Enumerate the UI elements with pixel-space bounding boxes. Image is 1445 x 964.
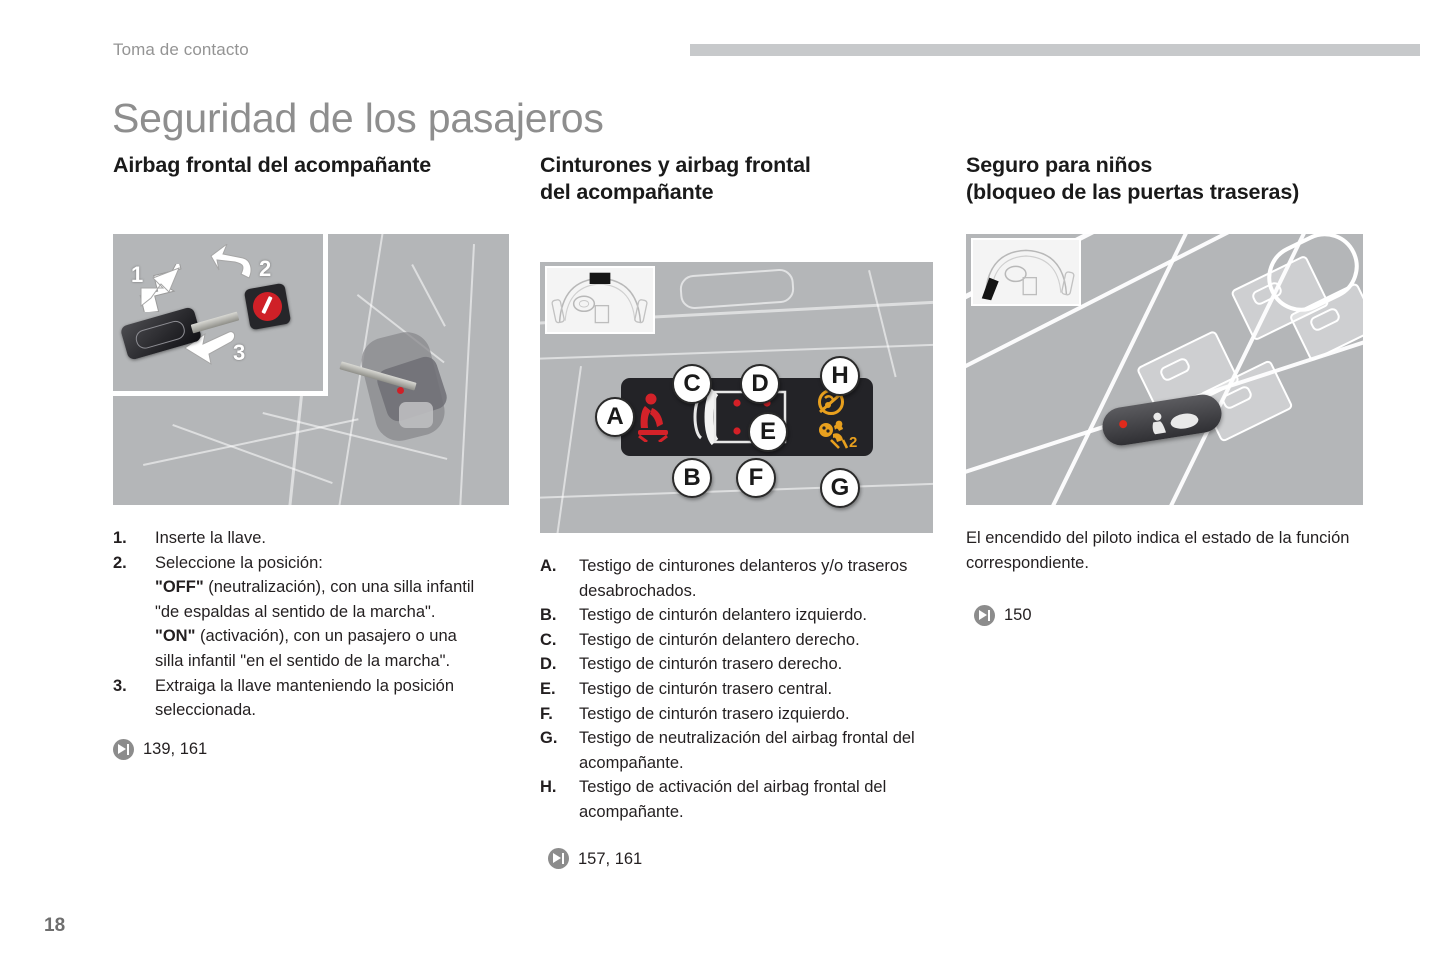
on-position-line-2: silla infantil "en el sentido de la marc… xyxy=(155,651,451,670)
list-item: 3. Extraiga la llave manteniendo la posi… xyxy=(113,674,511,723)
child-lock-indicator-led xyxy=(1118,419,1128,429)
list-item: F. Testigo de cinturón trasero izquierdo… xyxy=(540,702,934,727)
child-lock-switch[interactable] xyxy=(1099,391,1225,449)
arrow-label-2: 2 xyxy=(259,256,272,281)
off-label: "OFF" xyxy=(155,578,204,597)
legend-marker: F. xyxy=(540,704,553,723)
column-seatbelts-and-airbag: Cinturones y airbag frontal del acompaña… xyxy=(540,152,934,870)
arrow-label-1: 1 xyxy=(131,262,144,287)
callout-c: C xyxy=(672,364,712,404)
list-item: E. Testigo de cinturón trasero central. xyxy=(540,677,934,702)
indicator-legend-list: A. Testigo de cinturones delanteros y/o … xyxy=(540,554,934,825)
column-3-heading-line-2: (bloqueo de las puertas traseras) xyxy=(966,180,1300,204)
callout-g: G xyxy=(820,468,860,508)
callout-f: F xyxy=(736,458,776,498)
legend-marker: E. xyxy=(540,679,556,698)
figure-key-and-passenger-airbag-switch: 1 2 3 xyxy=(113,234,509,505)
page-reference-icon xyxy=(974,604,995,626)
legend-text: Testigo de neutralización del airbag fro… xyxy=(579,729,915,772)
list-item: G. Testigo de neutralización del airbag … xyxy=(540,726,934,775)
figure-child-lock-switch xyxy=(966,234,1363,505)
legend-marker: G. xyxy=(540,729,558,748)
off-text: (neutralización), con una silla infantil xyxy=(203,578,475,597)
column-2-heading-line-2: del acompañante xyxy=(540,180,714,204)
legend-text: Testigo de cinturones delanteros y/o tra… xyxy=(579,557,908,600)
legend-marker: A. xyxy=(540,557,557,575)
legend-text: Testigo de cinturón trasero derecho. xyxy=(579,655,843,674)
on-text: (activación), con un pasajero o una xyxy=(195,627,457,646)
cross-reference-pages: 139, 161 xyxy=(143,739,208,758)
cross-reference-3[interactable]: 150 xyxy=(974,603,1364,628)
column-passenger-front-airbag: Airbag frontal del acompañante xyxy=(113,152,511,760)
column-1-heading: Airbag frontal del acompañante xyxy=(113,153,432,177)
on-label: "ON" xyxy=(155,627,196,646)
step-text: Extraiga la llave manteniendo la posició… xyxy=(155,676,455,720)
page-number: 18 xyxy=(44,915,66,936)
list-item: C. Testigo de cinturón delantero derecho… xyxy=(540,628,934,653)
list-item: D. Testigo de cinturón trasero derecho. xyxy=(540,652,934,677)
column-1-body: 1. Inserte la llave. 2. Seleccione la po… xyxy=(113,526,511,761)
legend-marker: C. xyxy=(540,630,557,649)
legend-text: Testigo de cinturón delantero derecho. xyxy=(579,630,860,649)
off-position-line-2: "de espaldas al sentido de la marcha". xyxy=(155,602,436,621)
key-detail-inset: 1 2 3 xyxy=(113,234,328,396)
arrow-label-3: 3 xyxy=(233,340,246,365)
step-marker: 1. xyxy=(113,529,127,547)
column-2-body: A. Testigo de cinturones delanteros y/o … xyxy=(540,554,934,871)
child-lock-description: El encendido del piloto indica el estado… xyxy=(966,529,1350,572)
key-steps-list: 1. Inserte la llave. 2. Seleccione la po… xyxy=(113,526,511,723)
legend-marker: B. xyxy=(540,606,557,625)
legend-marker: D. xyxy=(540,655,557,674)
list-item: B. Testigo de cinturón delantero izquier… xyxy=(540,603,934,628)
column-3-heading: Seguro para niños (bloqueo de las puerta… xyxy=(966,152,1364,206)
svg-text:2: 2 xyxy=(849,434,857,450)
seatbelt-warning-icon xyxy=(638,393,668,442)
figure-instrument-panel-seatbelt-indicators: 2 A B C D E F G H xyxy=(540,262,933,533)
cross-reference-2[interactable]: 157, 161 xyxy=(548,847,934,872)
column-2-heading-line-1: Cinturones y airbag frontal xyxy=(540,153,811,177)
cross-reference-pages: 157, 161 xyxy=(578,849,643,868)
running-header: Toma de contacto xyxy=(113,40,249,59)
legend-text: Testigo de activación del airbag frontal… xyxy=(579,778,887,821)
page-reference-icon xyxy=(548,848,569,870)
callout-b: B xyxy=(672,458,712,498)
step-marker: 2. xyxy=(113,553,127,572)
header-rule xyxy=(690,44,1420,56)
callout-a: A xyxy=(595,397,635,437)
callout-d: D xyxy=(740,364,780,404)
legend-text: Testigo de cinturón trasero central. xyxy=(579,679,833,698)
step-text: Inserte la llave. xyxy=(155,529,266,547)
callout-h: H xyxy=(820,356,860,396)
list-item: 2. Seleccione la posición: "OFF" (neutra… xyxy=(113,551,511,674)
legend-text: Testigo de cinturón delantero izquierdo. xyxy=(579,606,868,625)
cross-reference-1[interactable]: 139, 161 xyxy=(113,737,511,762)
legend-text: Testigo de cinturón trasero izquierdo. xyxy=(579,704,850,723)
column-3-heading-line-1: Seguro para niños xyxy=(966,153,1153,177)
list-item: 1. Inserte la llave. xyxy=(113,526,511,551)
callout-e: E xyxy=(748,412,788,452)
on-position-line: "ON" (activación), con un pasajero o una xyxy=(155,624,511,649)
locator-inset xyxy=(971,238,1081,306)
off-position-line: "OFF" (neutralización), con una silla in… xyxy=(155,575,511,600)
page-title: Seguridad de los pasajeros xyxy=(112,95,604,141)
page-reference-icon xyxy=(113,738,134,760)
airbag-on-icon: 2 xyxy=(819,420,857,450)
step-marker: 3. xyxy=(113,676,127,695)
column-child-lock: Seguro para niños (bloqueo de las puerta… xyxy=(966,152,1364,626)
cross-reference-pages: 150 xyxy=(1004,606,1032,625)
legend-marker: H. xyxy=(540,778,557,797)
step-text: Seleccione la posición: xyxy=(155,553,323,572)
step-2-detail: "OFF" (neutralización), con una silla in… xyxy=(155,575,511,673)
locator-inset xyxy=(545,266,655,334)
column-3-body: El encendido del piloto indica el estado… xyxy=(966,526,1364,628)
list-item: H. Testigo de activación del airbag fron… xyxy=(540,775,934,824)
column-2-heading: Cinturones y airbag frontal del acompaña… xyxy=(540,152,934,206)
list-item: A. Testigo de cinturones delanteros y/o … xyxy=(540,554,934,603)
